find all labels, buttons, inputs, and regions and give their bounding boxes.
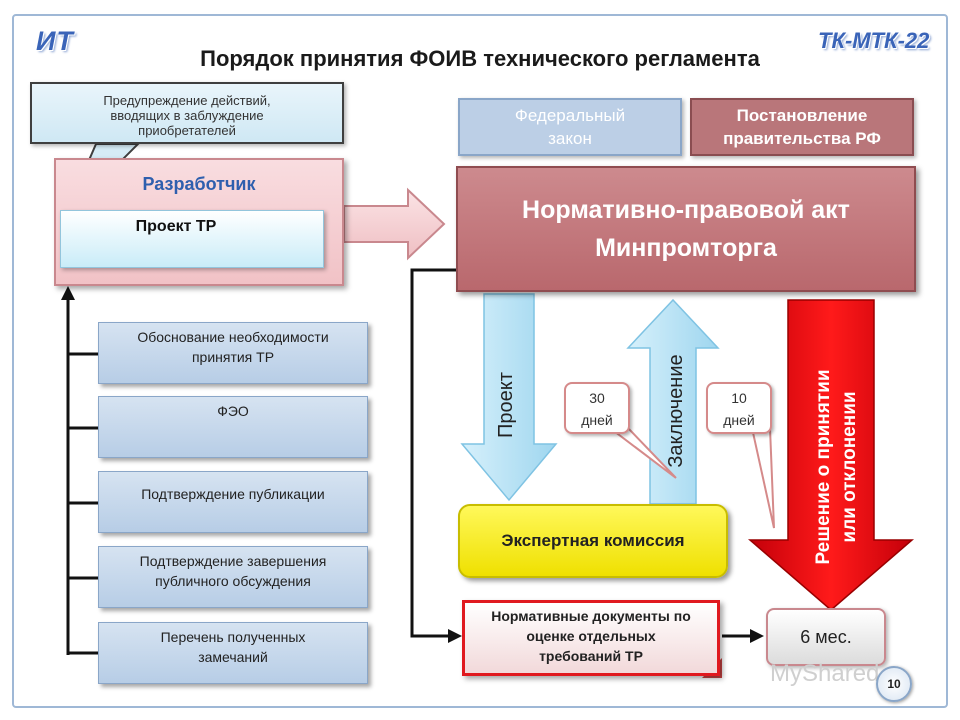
decision-line-1: Решение о принятии [813, 369, 834, 565]
conclusion-arrow-label: Заключение [664, 354, 687, 468]
gov-decree-line-1: Постановление [736, 106, 868, 125]
six-months-box: 6 мес. [766, 608, 886, 666]
item-remarks: Перечень полученных замечаний [98, 622, 368, 684]
project-note [60, 210, 324, 268]
item-remarks-line-1: Перечень полученных [160, 629, 306, 645]
days-30-unit: дней [581, 412, 613, 428]
decision-line-2: или отклонении [839, 391, 860, 543]
project-label: Проект ТР [135, 218, 217, 235]
days-10-unit: дней [723, 412, 755, 428]
callout-line-2: вводящих в заблуждение [110, 107, 264, 123]
days-30-callout: 30 дней [564, 382, 630, 434]
item-publication: Подтверждение публикации [98, 471, 368, 533]
item-discussion: Подтверждение завершения публичного обсу… [98, 546, 368, 608]
npa-line-1: Нормативно-правовой акт [522, 196, 850, 224]
item-feo: ФЭО [98, 396, 368, 458]
npa-box: Нормативно-правовой акт Минпромторга [456, 166, 916, 292]
logo-it: ИТ [36, 26, 74, 56]
gov-decree-box: Постановление правительства РФ [690, 98, 914, 156]
watermark: MyShared [770, 660, 880, 687]
item-justification: Обоснование необходимости принятия ТР [98, 322, 368, 384]
decision-down-arrow [747, 299, 915, 611]
item-remarks-line-2: замечаний [198, 649, 268, 665]
gov-decree-line-2: правительства РФ [723, 129, 881, 148]
item-publication-line-1: Подтверждение публикации [141, 486, 325, 502]
page-number: 10 [876, 666, 912, 702]
callout-line-3: приобретателей [138, 122, 236, 138]
project-arrow-label: Проект [494, 372, 517, 438]
days-10-callout: 10 дней [706, 382, 772, 434]
left-bracket-arrowhead [61, 286, 75, 300]
item-justification-line-2: принятия ТР [191, 349, 275, 365]
federal-law-line-1: Федеральный [514, 106, 626, 125]
slide-title: Порядок принятия ФОИВ технического регла… [200, 46, 760, 71]
days-right-tail [750, 427, 775, 529]
federal-law-box: Федеральный закон [458, 98, 682, 156]
normdocs-to-6m-arrowhead [750, 629, 764, 643]
item-feo-line-1: ФЭО [217, 403, 249, 419]
days-30-number: 30 [589, 390, 605, 406]
npa-to-normdocs-line [410, 268, 456, 638]
decision-arrow-label: Решение о принятии или отклонении [802, 332, 872, 602]
npa-line-2: Минпромторга [595, 234, 777, 262]
item-discussion-line-2: публичного обсуждения [155, 573, 311, 589]
developer-label: Разработчик [142, 174, 256, 194]
developer-to-npa-arrow [343, 187, 446, 261]
norm-docs-line-2: оценке отдельных [526, 628, 656, 644]
npa-to-normdocs-arrowhead [448, 629, 462, 643]
norm-docs-line-3: требований ТР [539, 648, 643, 664]
federal-law-line-2: закон [548, 129, 592, 148]
item-discussion-line-1: Подтверждение завершения [139, 553, 327, 569]
item-justification-line-1: Обоснование необходимости [137, 329, 329, 345]
warning-callout: Предупреждение действий, вводящих в забл… [30, 82, 344, 144]
project-down-arrow [460, 293, 558, 502]
logo-tk-mtk: ТК-МТК-22 [818, 28, 930, 53]
days-10-number: 10 [731, 390, 747, 406]
norm-docs-line-1: Нормативные документы по [491, 608, 691, 624]
callout-line-1: Предупреждение действий, [103, 92, 271, 108]
norm-docs-box: Нормативные документы по оценке отдельны… [462, 600, 720, 676]
expert-commission-box: Экспертная комиссия [458, 504, 728, 578]
